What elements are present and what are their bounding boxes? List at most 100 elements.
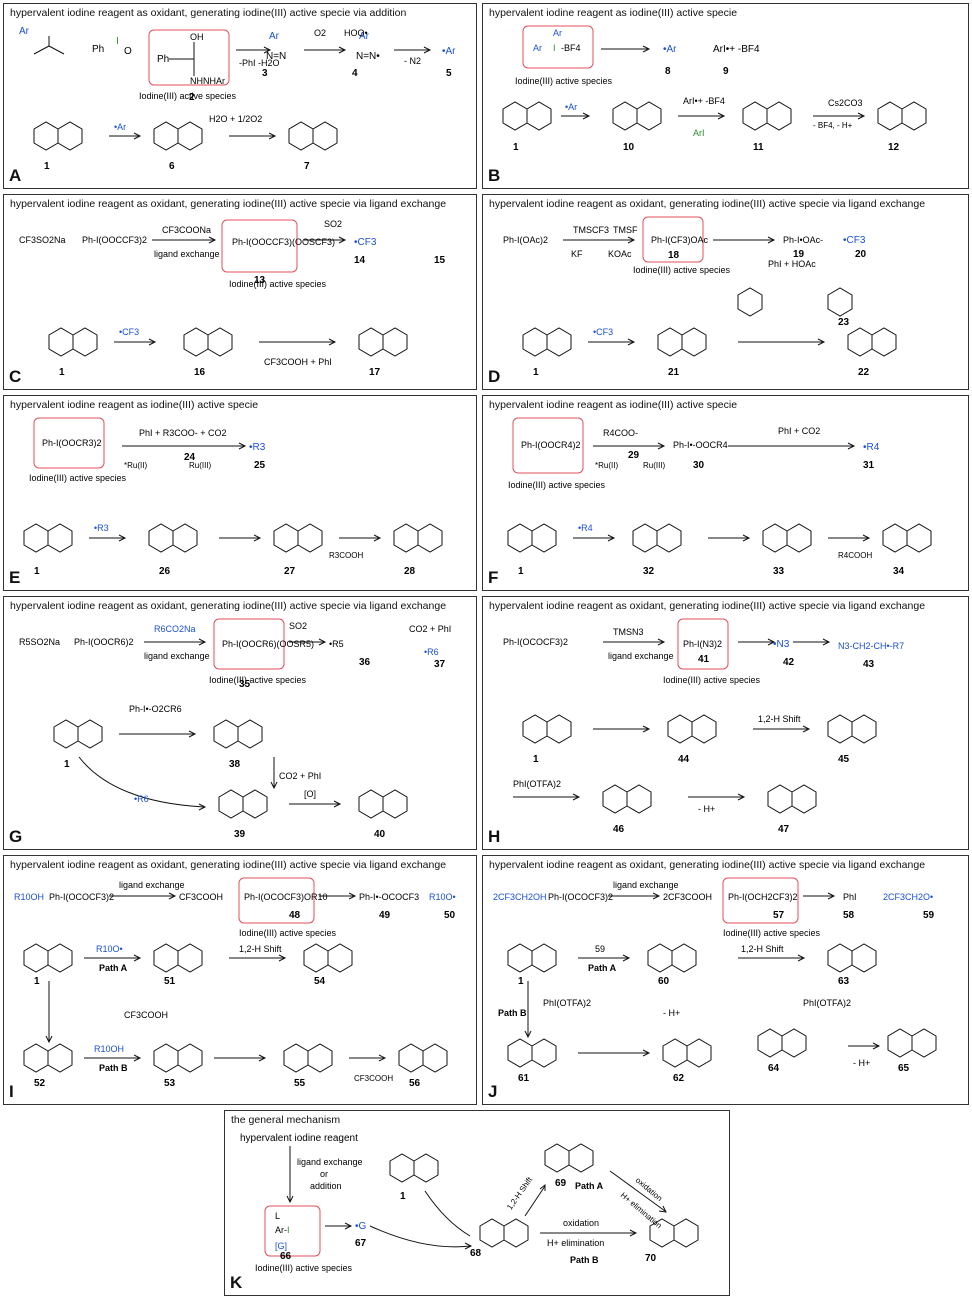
panel-title: hypervalent iodine reagent as oxidant, g… — [10, 7, 407, 19]
svg-text:26: 26 — [159, 566, 171, 577]
svg-text:- H+: - H+ — [853, 1058, 870, 1068]
svg-text:PhI + HOAc: PhI + HOAc — [768, 259, 816, 269]
svg-text:13: 13 — [254, 275, 266, 286]
svg-text:HOO•: HOO• — [344, 28, 368, 38]
panel-label: G — [9, 827, 23, 846]
svg-text:1,2-H Shift: 1,2-H Shift — [741, 944, 784, 954]
svg-text:Path A: Path A — [588, 963, 617, 973]
panel-title: hypervalent iodine reagent as iodine(III… — [489, 7, 738, 19]
svg-text:CF3SO2Na: CF3SO2Na — [19, 235, 66, 245]
svg-text:Iodine(III) active species: Iodine(III) active species — [508, 480, 606, 490]
svg-text:63: 63 — [838, 976, 850, 987]
svg-text:- BF4, - H+: - BF4, - H+ — [813, 121, 853, 130]
svg-text:•Ar: •Ar — [114, 122, 126, 132]
svg-text:ligand exchange: ligand exchange — [144, 651, 210, 661]
svg-text:N=N•: N=N• — [356, 51, 380, 62]
svg-text:4: 4 — [352, 68, 358, 79]
svg-text:36: 36 — [359, 657, 371, 668]
svg-text:70: 70 — [645, 1253, 657, 1264]
svg-text:23: 23 — [838, 317, 850, 328]
svg-text:- N2: - N2 — [404, 56, 421, 66]
scheme-c: CF3SO2Na Ph-I(OOCCF3)2 CF3COONa ligand e… — [19, 219, 446, 378]
panel-label: A — [9, 166, 22, 185]
scheme-f: Ph-I(OOCR4)2 R4COO- *Ru(II) Ru(III) Ph-I… — [507, 417, 932, 577]
svg-text:Ph-I•-O2CR6: Ph-I•-O2CR6 — [129, 704, 182, 714]
svg-text:•R6: •R6 — [134, 794, 149, 804]
svg-text:•CF3: •CF3 — [593, 327, 613, 337]
svg-text:3: 3 — [262, 68, 268, 79]
svg-text:R10O•: R10O• — [96, 944, 123, 954]
scheme-h: Ph-I(OCOCF3)2 TMSN3 ligand exchange Ph-I… — [503, 618, 904, 835]
svg-text:SO2: SO2 — [324, 219, 342, 229]
svg-text:Path B: Path B — [99, 1063, 128, 1073]
svg-text:Ar-I: Ar-I — [275, 1225, 290, 1235]
panel-f: hypervalent iodine reagent as iodine(III… — [482, 395, 969, 591]
svg-text:Ph-I•-OOCR4: Ph-I•-OOCR4 — [673, 440, 728, 450]
svg-text:•CF3: •CF3 — [119, 327, 139, 337]
svg-text:1: 1 — [34, 976, 40, 987]
panel-b: hypervalent iodine reagent as iodine(III… — [482, 3, 969, 189]
svg-text:R10O•: R10O• — [429, 892, 456, 902]
svg-text:12: 12 — [888, 142, 900, 153]
svg-text:42: 42 — [783, 657, 795, 668]
svg-text:•R5: •R5 — [329, 639, 344, 649]
svg-text:48: 48 — [289, 910, 301, 921]
svg-text:66: 66 — [280, 1251, 292, 1262]
svg-text:Ph-I(N3)2: Ph-I(N3)2 — [683, 639, 722, 649]
svg-text:2CF3COOH: 2CF3COOH — [663, 892, 712, 902]
svg-text:8: 8 — [665, 66, 671, 77]
panel-title: hypervalent iodine reagent as oxidant, g… — [489, 198, 926, 210]
svg-text:R4COOH: R4COOH — [838, 551, 872, 560]
panel-title: hypervalent iodine reagent as iodine(III… — [489, 399, 738, 411]
svg-text:61: 61 — [518, 1073, 530, 1084]
panel-title: hypervalent iodine reagent as oxidant, g… — [489, 859, 926, 871]
svg-text:ligand exchange: ligand exchange — [297, 1157, 363, 1167]
svg-text:Ph-I(OOCR6)(OOSR5): Ph-I(OOCR6)(OOSR5) — [222, 639, 314, 649]
svg-text:Ru(III): Ru(III) — [189, 461, 212, 470]
panel-e: hypervalent iodine reagent as iodine(III… — [3, 395, 477, 591]
svg-text:53: 53 — [164, 1078, 176, 1089]
svg-text:ArI•+ -BF4: ArI•+ -BF4 — [713, 44, 760, 55]
svg-text:Iodine(III) active species: Iodine(III) active species — [229, 279, 327, 289]
svg-text:Ru(III): Ru(III) — [643, 461, 666, 470]
svg-text:R5SO2Na: R5SO2Na — [19, 637, 60, 647]
svg-text:•R4: •R4 — [578, 523, 593, 533]
svg-text:25: 25 — [254, 460, 266, 471]
svg-text:1: 1 — [59, 367, 65, 378]
svg-text:CF3COOH: CF3COOH — [124, 1010, 168, 1020]
svg-text:CF3COOH: CF3COOH — [354, 1074, 393, 1083]
svg-text:7: 7 — [304, 161, 310, 172]
svg-text:H2O + 1/2O2: H2O + 1/2O2 — [209, 114, 262, 124]
svg-text:ligand exchange: ligand exchange — [154, 249, 220, 259]
svg-text:14: 14 — [354, 255, 366, 266]
panel-title: hypervalent iodine reagent as oxidant, g… — [10, 198, 447, 210]
svg-text:29: 29 — [628, 450, 640, 461]
svg-text:55: 55 — [294, 1078, 306, 1089]
svg-text:Ph-I•OAc-: Ph-I•OAc- — [783, 235, 823, 245]
svg-text:addition: addition — [310, 1181, 342, 1191]
svg-text:L: L — [275, 1211, 280, 1221]
svg-text:Path B: Path B — [498, 1008, 527, 1018]
svg-text:59: 59 — [595, 944, 605, 954]
svg-text:6: 6 — [169, 161, 175, 172]
svg-text:ArI•+ -BF4: ArI•+ -BF4 — [683, 96, 725, 106]
panel-label: C — [9, 367, 22, 386]
svg-text:62: 62 — [673, 1073, 685, 1084]
svg-text:38: 38 — [229, 759, 241, 770]
svg-text:21: 21 — [668, 367, 680, 378]
svg-text:Iodine(III) active species: Iodine(III) active species — [723, 928, 821, 938]
svg-text:64: 64 — [768, 1063, 780, 1074]
svg-text:CO2 + PhI: CO2 + PhI — [409, 624, 451, 634]
svg-text:-BF4: -BF4 — [561, 43, 581, 53]
svg-text:Ar: Ar — [533, 43, 542, 53]
svg-text:50: 50 — [444, 910, 456, 921]
svg-text:1: 1 — [400, 1191, 406, 1202]
svg-text:37: 37 — [434, 659, 446, 670]
svg-text:Ph: Ph — [157, 54, 169, 65]
svg-text:•Ar: •Ar — [663, 44, 677, 55]
svg-text:SO2: SO2 — [289, 621, 307, 631]
svg-text:Iodine(III) active species: Iodine(III) active species — [633, 265, 731, 275]
svg-text:TMSN3: TMSN3 — [613, 627, 644, 637]
panel-label: D — [488, 367, 501, 386]
